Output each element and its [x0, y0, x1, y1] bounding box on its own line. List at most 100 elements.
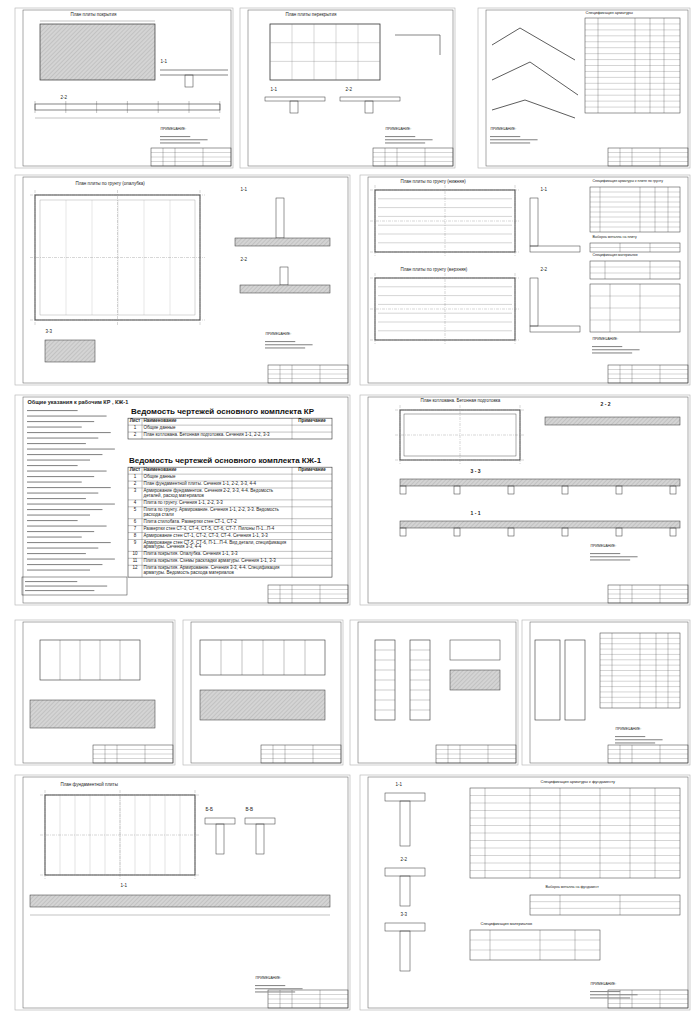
drawing-rect — [410, 640, 430, 720]
table-frame — [608, 585, 688, 603]
table-rule — [660, 990, 661, 1008]
table-rule — [585, 29, 680, 30]
drawing-rect — [200, 640, 325, 675]
text-line — [255, 988, 303, 989]
drawing-line — [127, 101, 128, 113]
drawing-label: ПРИМЕЧАНИЕ: — [615, 728, 642, 732]
table-rule — [585, 95, 680, 96]
text-line — [160, 142, 200, 143]
table-rule — [620, 895, 621, 915]
table-rule — [540, 930, 541, 960]
sheet-frame — [368, 177, 688, 383]
drawing-line — [60, 640, 61, 680]
text-line — [27, 515, 90, 516]
drawing-line — [375, 650, 395, 651]
table-frame — [93, 745, 173, 763]
table-rule — [280, 365, 281, 383]
text-line — [592, 349, 640, 350]
table-rule — [560, 788, 561, 878]
table-rule — [640, 187, 641, 232]
text-line — [27, 410, 78, 411]
sheet-edge — [15, 395, 350, 605]
table-rule — [620, 745, 621, 763]
sheet-edge — [240, 8, 455, 168]
drawing-line — [158, 101, 159, 113]
axis-line — [370, 252, 520, 253]
table-rule — [590, 296, 680, 297]
drawing-label: План плиты перекрытия — [285, 13, 337, 18]
table-rule — [470, 818, 680, 819]
table-rule — [485, 788, 486, 878]
table-rule — [668, 633, 669, 708]
drawing-line — [305, 640, 306, 675]
table-heading: Ведомость чертежей основного комплекта К… — [131, 407, 314, 416]
text-line — [27, 548, 98, 549]
drawing-label: ПРИМЕЧАНИЕ: — [592, 338, 619, 342]
drawing-line — [292, 24, 293, 80]
table-rule — [605, 261, 606, 279]
drawing-rect — [280, 267, 288, 285]
table-frame — [268, 365, 348, 383]
drawing-rect — [508, 486, 514, 494]
text-line — [592, 346, 622, 347]
table-cell: Лист — [129, 419, 141, 424]
sheet-frame — [248, 10, 453, 166]
text-line — [385, 142, 425, 143]
table-rule — [292, 365, 293, 383]
drawing-rect — [340, 97, 400, 101]
drawing-line — [375, 680, 395, 681]
drawing-line — [135, 795, 136, 875]
text-line — [490, 139, 538, 140]
sheet-frame — [23, 10, 231, 166]
drawing-rect — [670, 528, 676, 536]
table-rule — [490, 930, 491, 960]
table-rule — [575, 930, 576, 960]
table-rule — [590, 247, 680, 248]
axis-line — [200, 190, 201, 325]
drawing-line — [375, 700, 395, 701]
drawing-label: План плиты по грунту (опалубка) — [75, 182, 145, 187]
text-line — [265, 341, 295, 342]
table-rule — [470, 940, 600, 941]
text-line — [25, 586, 107, 587]
sheet-edge — [15, 8, 233, 168]
drawing-line — [90, 795, 91, 875]
drawing-label: Спецификация арматуры к плите по грунту — [592, 180, 663, 184]
text-line — [590, 991, 620, 992]
text-line — [27, 553, 86, 554]
drawing-rect — [265, 97, 325, 101]
sheet-frame — [23, 177, 348, 383]
drawing-layer — [15, 8, 690, 1010]
drawing-line — [378, 286, 512, 287]
axis-line — [117, 190, 118, 325]
table-rule — [640, 284, 641, 332]
table-cell: Армирование стен СТ-1, СТ-2, СТ-3, СТ-4.… — [143, 534, 291, 539]
drawing-rect — [400, 479, 680, 486]
drawing-line — [378, 234, 512, 235]
table-cell: Общие данные — [143, 475, 291, 480]
table-frame — [470, 930, 600, 960]
drawing-label: 1 - 1 — [470, 511, 481, 517]
drawing-label: 1-1 — [270, 88, 278, 93]
table-rule — [600, 788, 601, 878]
sheet-edge — [15, 775, 350, 1010]
table-cell: План фундаментной плиты. Сечения 1-1, 2-… — [143, 482, 291, 487]
text-line — [615, 736, 645, 737]
drawing-line — [378, 207, 512, 208]
text-line — [27, 487, 111, 488]
drawing-label: 2-2 — [240, 258, 248, 263]
sheet-edge — [350, 620, 518, 765]
drawing-line — [165, 795, 166, 875]
drawing-rect — [205, 818, 235, 824]
drawing-line — [410, 650, 430, 651]
drawing-rect — [530, 198, 538, 246]
sheet-frame — [191, 622, 341, 763]
drawing-rect — [616, 486, 622, 494]
text-line — [590, 559, 630, 560]
drawing-rect — [400, 801, 410, 846]
table-frame — [590, 261, 680, 279]
drawing-line — [80, 640, 81, 680]
drawing-line — [270, 42, 380, 43]
sheet-edge — [360, 395, 690, 605]
